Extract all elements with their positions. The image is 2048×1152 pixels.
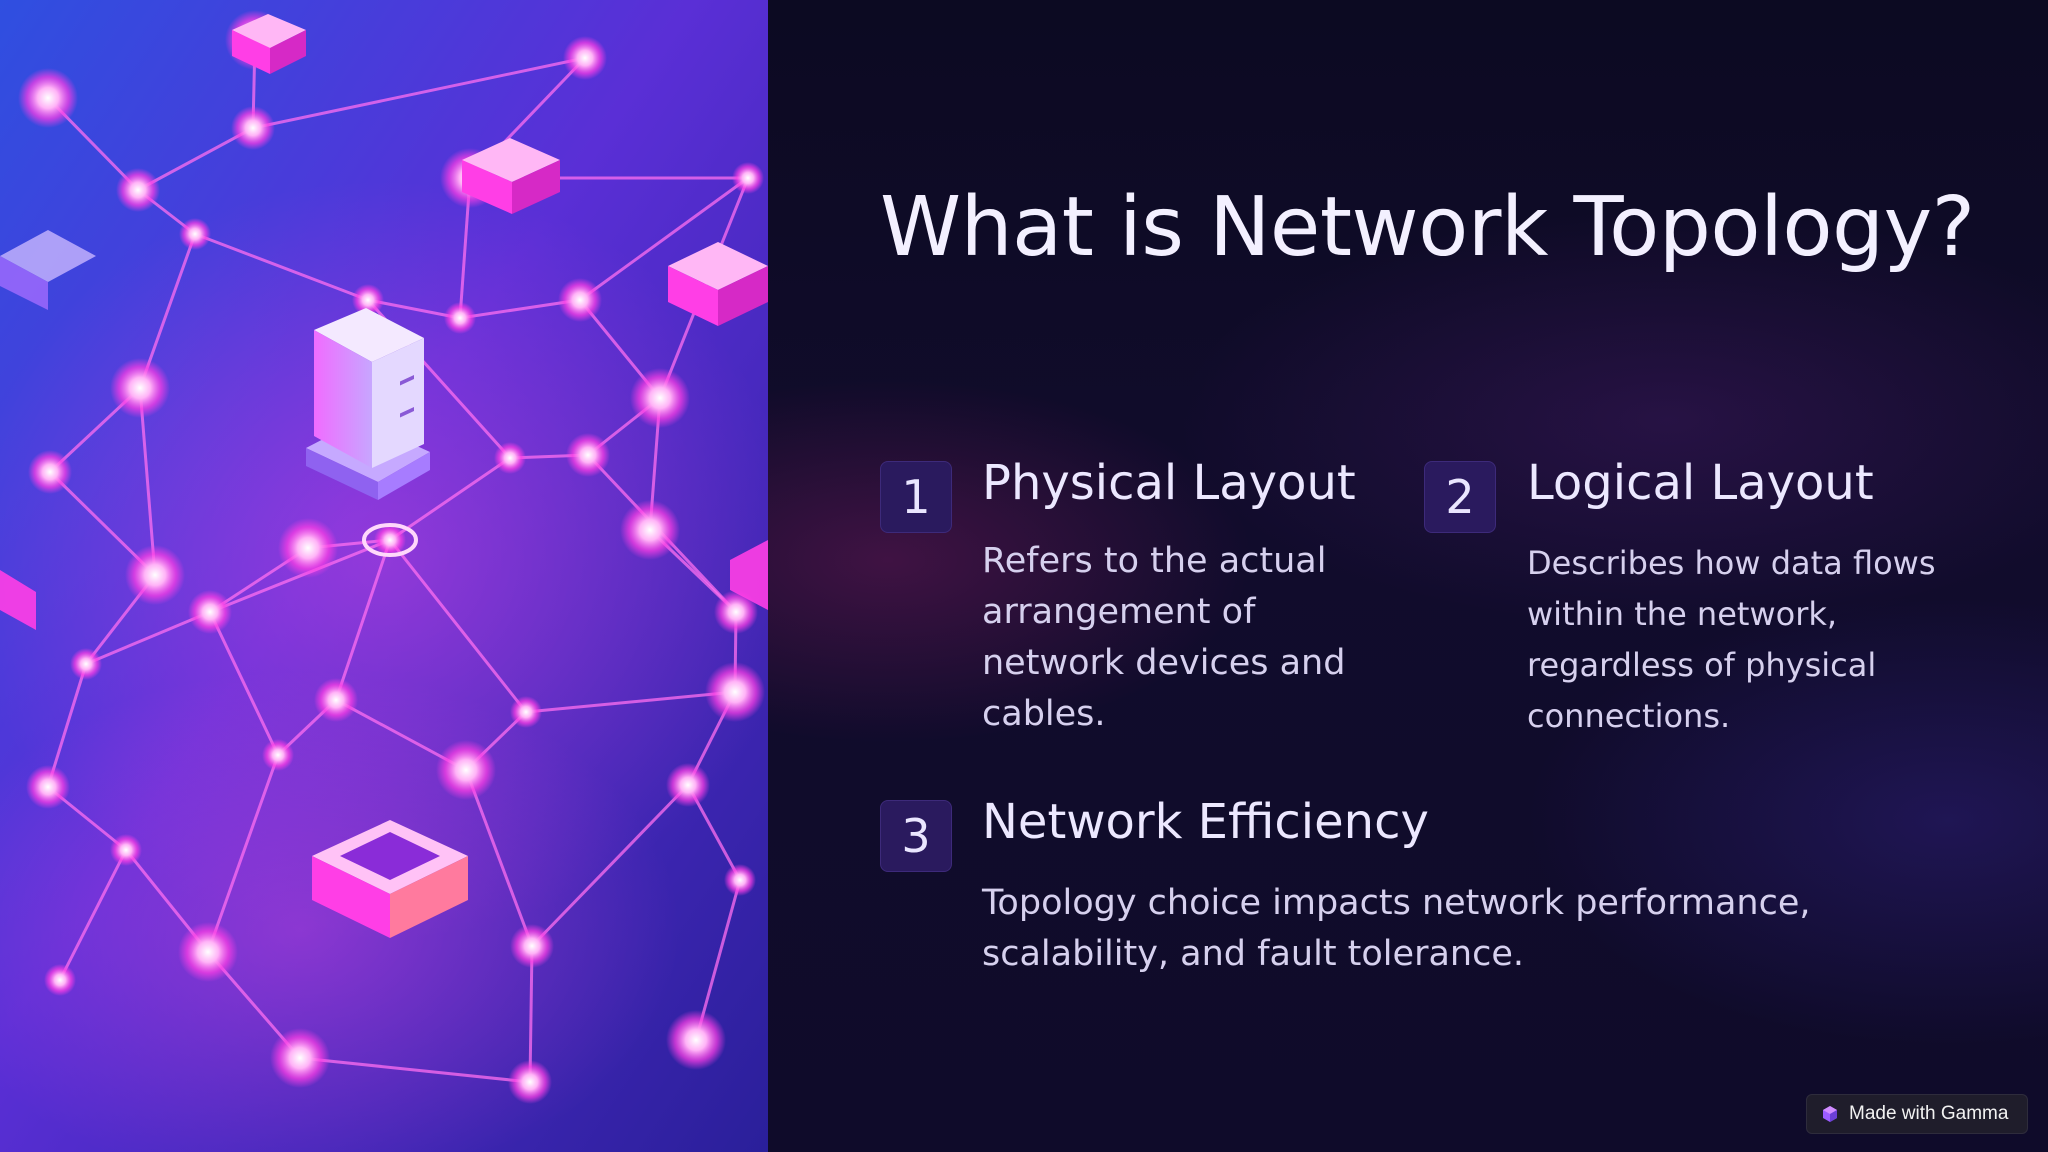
network-link [525,690,736,714]
item-number-badge: 1 [880,461,952,533]
network-node [494,442,526,474]
network-node [188,590,232,634]
item-heading-network-efficiency: Network Efficiency [982,794,1429,850]
item-body-network-efficiency: Topology choice impacts network performa… [982,878,1810,980]
network-node [26,765,70,809]
network-node [705,662,765,722]
network-node [374,524,406,556]
network-node [262,739,294,771]
body-line: within the network, [1527,595,1838,633]
network-node [714,590,758,634]
network-node [732,162,764,194]
network-node [28,450,72,494]
text-panel-background [768,0,2048,1152]
network-node [314,678,358,722]
body-line: connections. [1527,697,1731,735]
network-node [231,106,275,150]
network-link [464,769,534,947]
item-number-badge: 3 [880,800,952,872]
body-line: regardless of physical [1527,646,1877,684]
network-node [666,763,710,807]
network-node [179,218,211,250]
item-heading-physical-layout: Physical Layout [982,455,1356,511]
body-line: network devices and [982,643,1346,683]
network-link [579,176,749,302]
network-link [299,1056,531,1084]
network-node [666,1010,726,1070]
network-node [178,922,238,982]
network-link [334,539,392,701]
network-link [206,754,280,953]
network-link [58,849,128,981]
network-link [530,783,690,948]
item-number-badge: 2 [1424,461,1496,533]
network-node [558,278,602,322]
server-icon [306,308,430,500]
body-line: cables. [982,694,1106,734]
gamma-logo-icon [1823,1106,1837,1122]
network-link [85,610,211,666]
body-line: scalability, and fault tolerance. [982,934,1524,974]
body-line: Refers to the actual [982,541,1327,581]
network-link [389,456,511,542]
made-with-gamma-label: Made with Gamma [1849,1103,2009,1124]
body-line: arrangement of [982,592,1256,632]
body-line: Topology choice impacts network performa… [982,883,1811,923]
item-body-logical-layout: Describes how data flows within the netw… [1527,538,1936,742]
network-node [270,1028,330,1088]
network-node [352,284,384,316]
network-node [620,500,680,560]
made-with-gamma-button[interactable]: Made with Gamma [1806,1094,2028,1134]
network-graph-icon [0,0,768,1152]
network-link [388,539,528,713]
slide-title: What is Network Topology? [880,180,1975,275]
network-link [252,56,586,130]
network-link [194,232,369,302]
cube-node-icon [232,14,306,74]
network-node [110,358,170,418]
network-node [724,864,756,896]
network-node [18,68,78,128]
network-node [510,924,554,968]
network-node [70,648,102,680]
network-node [116,168,160,212]
network-node [508,1060,552,1104]
network-node [436,740,496,800]
network-node [125,545,185,605]
network-node [278,518,338,578]
body-line: Describes how data flows [1527,544,1936,582]
network-link [208,611,280,756]
network-link [138,387,157,576]
network-link [528,945,534,1083]
network-node [563,36,607,80]
item-body-physical-layout: Refers to the actual arrangement of netw… [982,536,1345,740]
network-node [110,834,142,866]
network-node [444,302,476,334]
network-node [630,368,690,428]
network-node [566,433,610,477]
network-node [510,696,542,728]
network-node [44,964,76,996]
network-illustration [0,0,768,1152]
item-heading-logical-layout: Logical Layout [1527,455,1874,511]
